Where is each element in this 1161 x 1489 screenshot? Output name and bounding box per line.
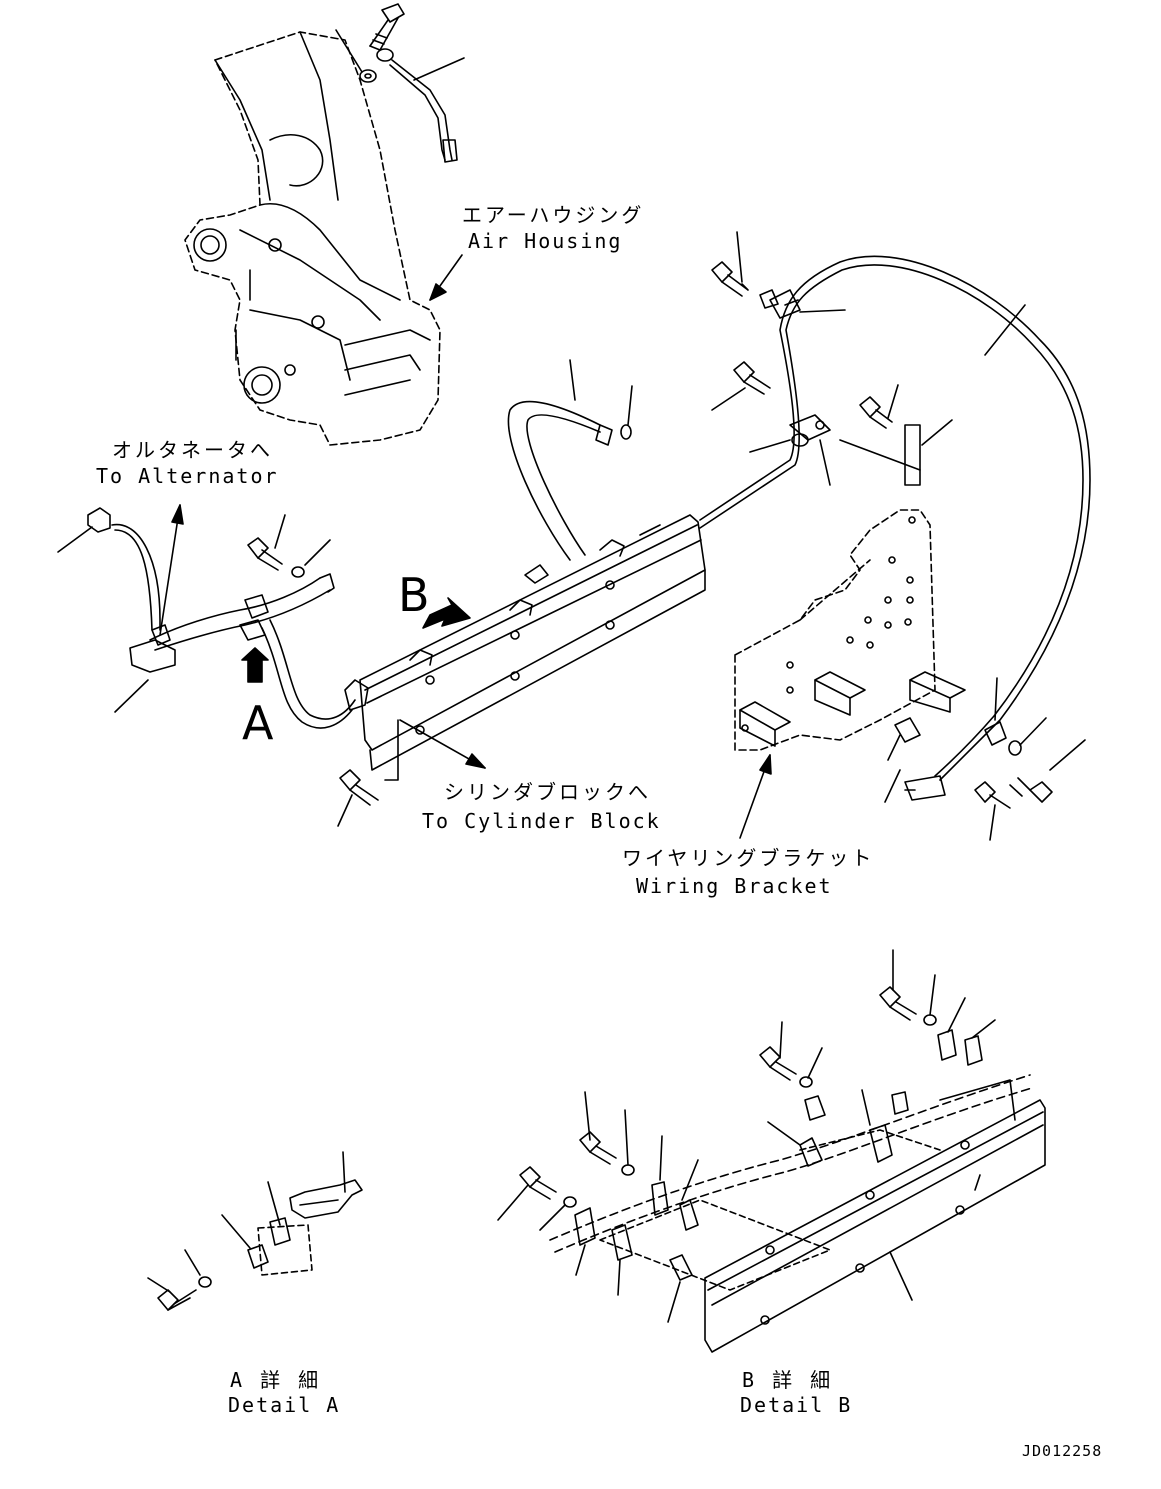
wiring-bracket-label-jp: ワイヤリングブラケット xyxy=(622,846,875,870)
view-b-marker: B xyxy=(398,568,430,622)
air-housing-label-en: Air Housing xyxy=(468,229,623,253)
long-harness-cable xyxy=(699,255,1091,801)
top-bolt-and-ground-strap xyxy=(335,3,465,163)
bracket-fasteners xyxy=(711,231,1086,841)
detail-b-title-en: Detail B xyxy=(740,1393,853,1417)
detail-a-title-en: Detail A xyxy=(228,1393,341,1417)
center-loop-cable xyxy=(507,359,633,561)
drawing-code: JD012258 xyxy=(1022,1442,1103,1460)
cylinder-block-label-jp: シリンダブロックへ xyxy=(444,780,651,804)
air-housing-label-jp: エアーハウジング xyxy=(462,203,645,227)
alternator-label-jp: オルタネータへ xyxy=(112,438,273,462)
view-a-marker: A xyxy=(242,696,274,750)
harness-guard-main xyxy=(344,514,706,771)
alternator-cable-group xyxy=(57,504,486,827)
detail-b-drawing xyxy=(497,949,1046,1353)
wiring-bracket-label-en: Wiring Bracket xyxy=(636,874,833,898)
alternator-label-en: To Alternator xyxy=(96,464,279,488)
cylinder-block-label-en: To Cylinder Block xyxy=(422,809,661,833)
air-housing-part xyxy=(184,31,441,446)
wiring-bracket-part xyxy=(734,509,936,751)
detail-b-title-jp: B 詳 細 xyxy=(742,1368,834,1392)
wiring-bracket-holes xyxy=(739,516,966,839)
detail-a-drawing xyxy=(147,1151,363,1311)
detail-a-title-jp: A 詳 細 xyxy=(230,1368,322,1392)
